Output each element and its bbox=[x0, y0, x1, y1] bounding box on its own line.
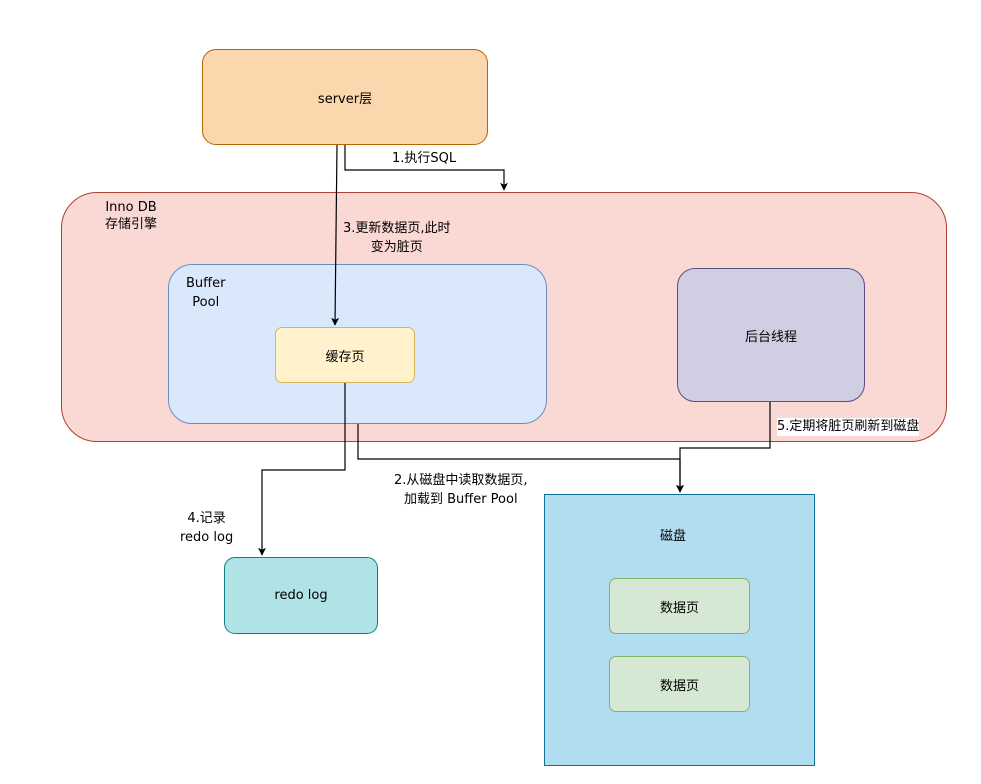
server-layer-node: server层 bbox=[202, 49, 488, 145]
step3-label-line2: 变为脏页 bbox=[370, 240, 423, 255]
redo-log-node: redo log bbox=[224, 557, 378, 634]
buffer-pool-label-line2: Pool bbox=[192, 295, 220, 310]
server-layer-label: server层 bbox=[317, 91, 373, 107]
step3-label: 3.更新数据页,此时 变为脏页 bbox=[343, 219, 451, 257]
step1-label: 1.执行SQL bbox=[392, 150, 457, 168]
buffer-pool-label: Buffer Pool bbox=[186, 274, 225, 312]
data-page-node: 数据页 bbox=[609, 578, 750, 634]
redo-log-label: redo log bbox=[274, 588, 328, 603]
data-page-label: 数据页 bbox=[659, 600, 699, 616]
step2-label: 2.从磁盘中读取数据页, 加载到 Buffer Pool bbox=[394, 471, 528, 509]
step4-label: 4.记录 redo log bbox=[180, 509, 233, 547]
data-page-label: 数据页 bbox=[659, 678, 699, 694]
step3-label-line1: 3.更新数据页,此时 bbox=[343, 221, 451, 236]
innodb-label-line1: Inno DB bbox=[105, 200, 157, 215]
background-thread-label: 后台线程 bbox=[744, 329, 797, 345]
step2-label-line1: 2.从磁盘中读取数据页, bbox=[394, 473, 528, 488]
disk-label: 磁盘 bbox=[660, 529, 687, 544]
data-page-node: 数据页 bbox=[609, 656, 750, 712]
cache-page-label: 缓存页 bbox=[325, 349, 365, 365]
step4-label-line1: 4.记录 bbox=[187, 511, 226, 526]
innodb-label-line2: 存储引擎 bbox=[105, 217, 158, 232]
step5-label: 5.定期将脏页刷新到磁盘 bbox=[777, 418, 920, 436]
cache-page-node: 缓存页 bbox=[275, 327, 415, 383]
step4-label-line2: redo log bbox=[180, 530, 234, 545]
innodb-engine-label: Inno DB 存储引擎 bbox=[105, 199, 157, 233]
buffer-pool-label-line1: Buffer bbox=[186, 276, 226, 291]
background-thread-node: 后台线程 bbox=[677, 268, 865, 402]
step2-label-line2: 加载到 Buffer Pool bbox=[403, 492, 518, 507]
